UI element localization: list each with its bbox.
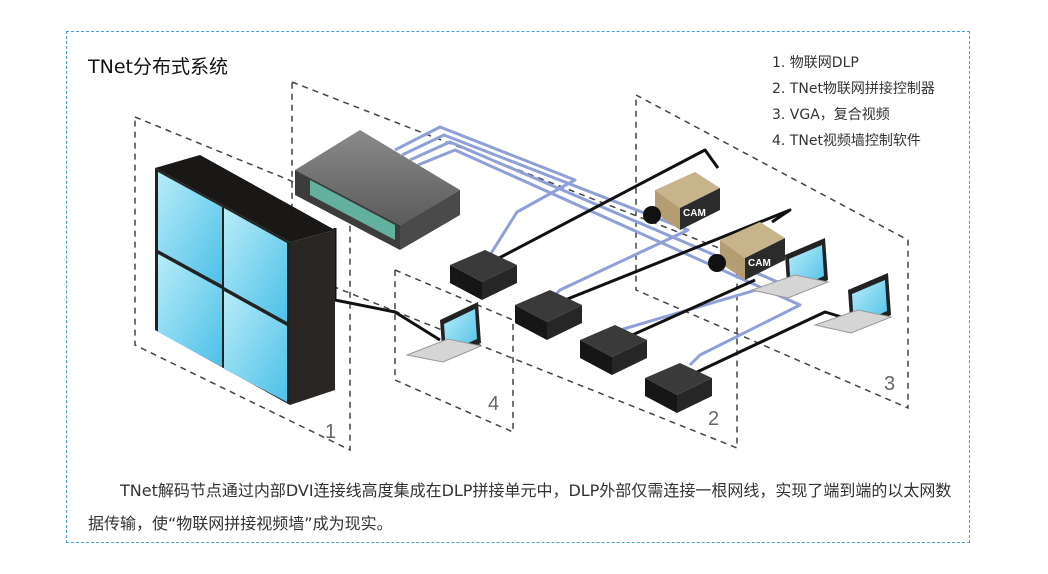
diagram-frame [66,31,970,543]
legend-item-4: 4. TNet视频墙控制软件 [772,133,921,149]
dlp-video-wall [155,155,335,405]
controller-box-3 [580,325,647,375]
camera-1-lens [643,206,661,224]
wall-screen-bl [158,254,222,367]
zone-1-outline [134,115,351,452]
wall-screen-tr [224,208,287,322]
wall-top [155,155,335,242]
controller-box-1 [450,250,517,300]
data-cable-laptop4 [679,310,846,382]
description-text: TNet解码节点通过内部DVI连接线高度集成在DLP拼接单元中，DLP外部仅需连… [88,481,952,533]
controller-box-2 [515,290,582,340]
camera-1-label: CAM [683,208,706,219]
zone-label-2: 2 [708,408,719,430]
wall-side [290,230,335,405]
controller-box-4 [645,363,712,413]
zone-label-1: 1 [325,421,336,443]
laptop-base [813,309,893,334]
zone-3-outline [635,93,909,410]
controller-boxes [450,250,712,413]
laptop-zone3-top [750,238,830,299]
zone-label-4: 4 [488,393,499,415]
network-cable-1 [394,125,577,256]
wall-screen-br [224,291,287,402]
legend-item-2: 2. TNet物联网拼接控制器 [772,81,935,97]
wall-screen-tl [158,172,222,285]
laptop-zone3-bottom [813,273,893,334]
switch-side [400,190,460,250]
camera-2-label: CAM [748,258,771,269]
legend-item-3: 3. VGA，复合视频 [772,107,890,123]
data-cable-cam1 [479,148,720,270]
switch-port-panel [310,180,395,240]
legend: 1. 物联网DLP 2. TNet物联网拼接控制器 3. VGA，复合视频 4.… [772,50,935,154]
camera-2-lens [708,254,726,272]
data-cable-cam2 [544,208,792,310]
zone-label-3: 3 [884,373,895,395]
network-switch [295,130,460,250]
legend-item-1: 1. 物联网DLP [772,55,859,71]
laptop-base [405,338,483,363]
camera-2: CAM [708,222,785,280]
camera-1: CAM [643,172,720,230]
network-cable-3 [409,140,782,332]
laptop-base [750,274,830,299]
network-cable-4 [417,148,802,367]
laptop-zone4 [405,302,483,363]
diagram-title: TNet分布式系统 [88,56,228,78]
switch-top [295,130,460,225]
